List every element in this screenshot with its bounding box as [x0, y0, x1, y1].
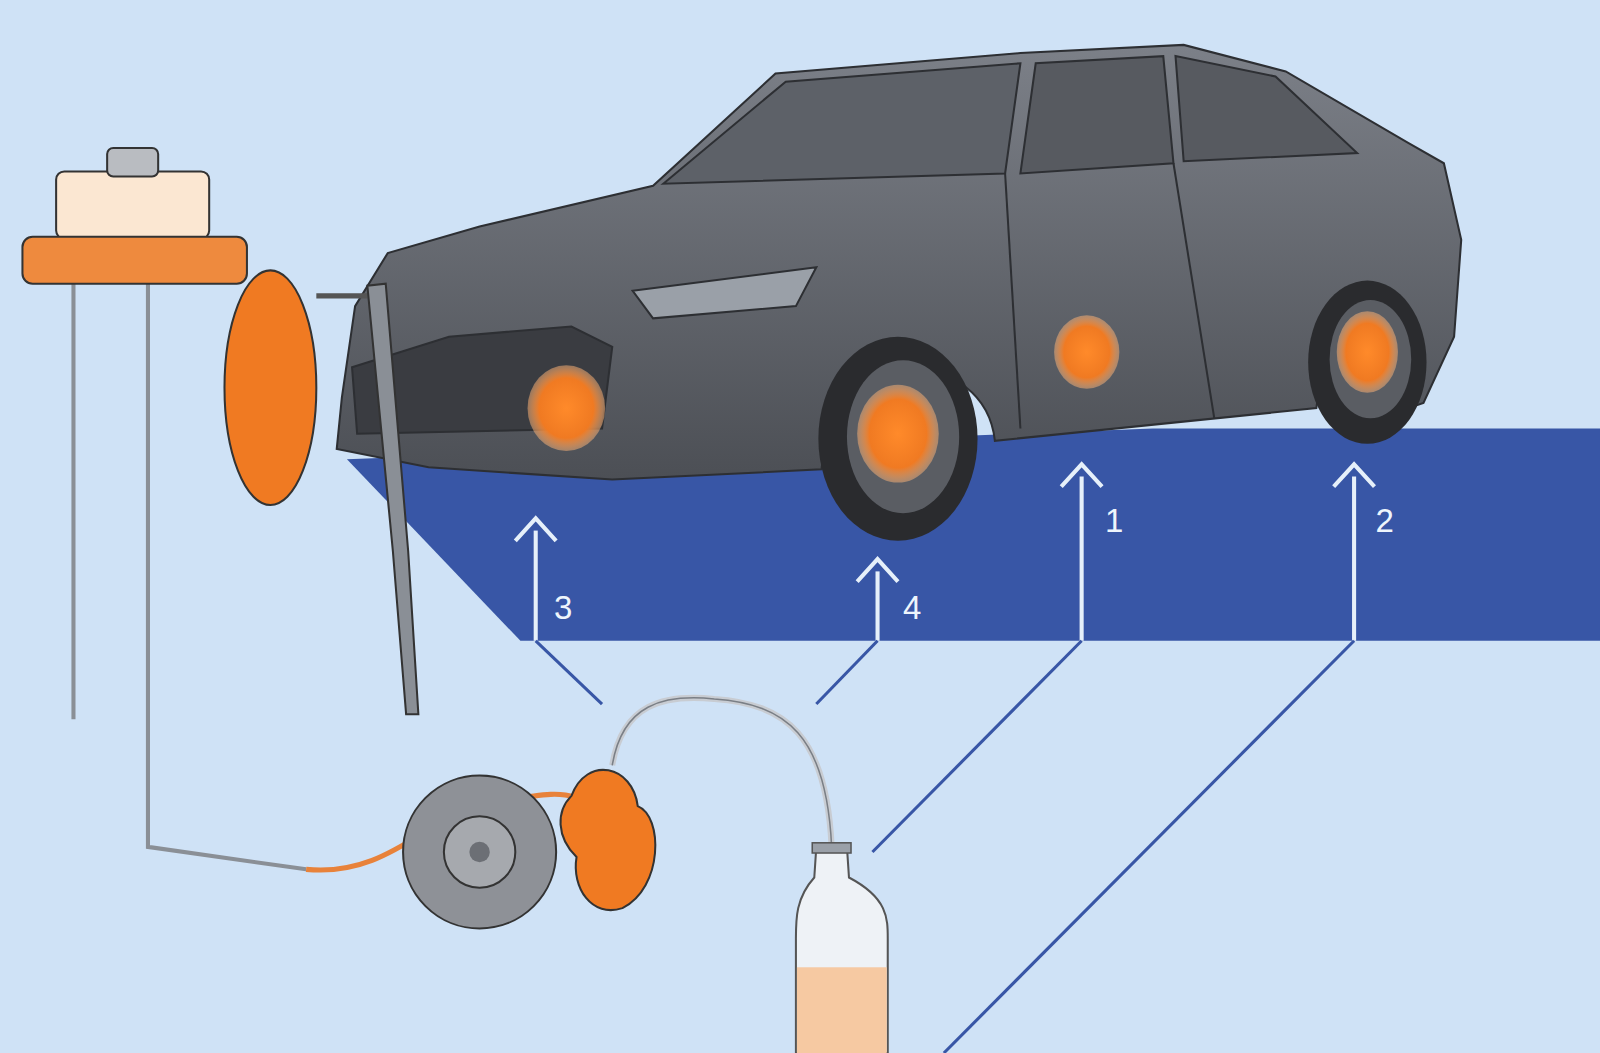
- brake-highlight: [528, 365, 606, 451]
- catch-bottle: [796, 843, 888, 1053]
- callout-number: 4: [903, 591, 921, 624]
- arrow-shaft: [876, 571, 880, 640]
- brake-disc-assembly: [403, 698, 832, 929]
- door-line: [1005, 173, 1020, 428]
- leader-lines: [536, 641, 1354, 1053]
- brake-caliper: [561, 770, 656, 910]
- headlight: [633, 267, 817, 318]
- brake-highlight: [1337, 311, 1398, 393]
- disc-hub: [444, 816, 515, 887]
- master-cylinder-assembly: [22, 148, 586, 870]
- side-window: [1020, 56, 1173, 173]
- arrow-shaft: [1352, 477, 1356, 641]
- brake-line: [71, 267, 75, 719]
- bleed-tube-edge: [612, 698, 831, 847]
- rear-rim: [1330, 300, 1412, 418]
- callout-number: 2: [1376, 504, 1394, 537]
- front-tire: [818, 337, 977, 541]
- rear-tire: [1308, 281, 1426, 444]
- front-rim: [847, 360, 959, 513]
- leader-line: [536, 641, 602, 704]
- callout-number: 1: [1105, 504, 1123, 537]
- cylinder-body: [22, 237, 246, 284]
- disc-center: [469, 842, 489, 862]
- callout-arrows: [515, 464, 1374, 641]
- brake-pedal: [367, 284, 418, 715]
- brake-highlight: [857, 385, 939, 483]
- arrow-head: [857, 559, 898, 581]
- leader-line: [816, 641, 877, 704]
- reservoir-cap: [107, 148, 158, 177]
- door-line: [1173, 163, 1214, 418]
- bottle: [796, 847, 888, 1053]
- leader-line: [872, 641, 1081, 852]
- arrow-head: [1061, 464, 1102, 486]
- brake-disc: [403, 775, 556, 928]
- arrow-shaft: [1080, 477, 1084, 641]
- leader-line: [944, 641, 1354, 1053]
- push-rod: [316, 293, 367, 298]
- callout-number: 3: [554, 591, 572, 624]
- car: [337, 45, 1461, 541]
- fluid-reservoir: [56, 171, 209, 238]
- arrow-head: [1334, 464, 1375, 486]
- arrow-shaft: [534, 531, 538, 641]
- bottle-collar: [812, 843, 851, 853]
- windshield: [663, 63, 1020, 183]
- arrow-head: [515, 518, 556, 540]
- bleed-tube: [612, 698, 831, 847]
- bottle-fluid: [797, 967, 887, 1053]
- rear-window: [1176, 56, 1358, 161]
- brake-booster: [224, 270, 316, 505]
- brake-highlight: [1054, 315, 1119, 388]
